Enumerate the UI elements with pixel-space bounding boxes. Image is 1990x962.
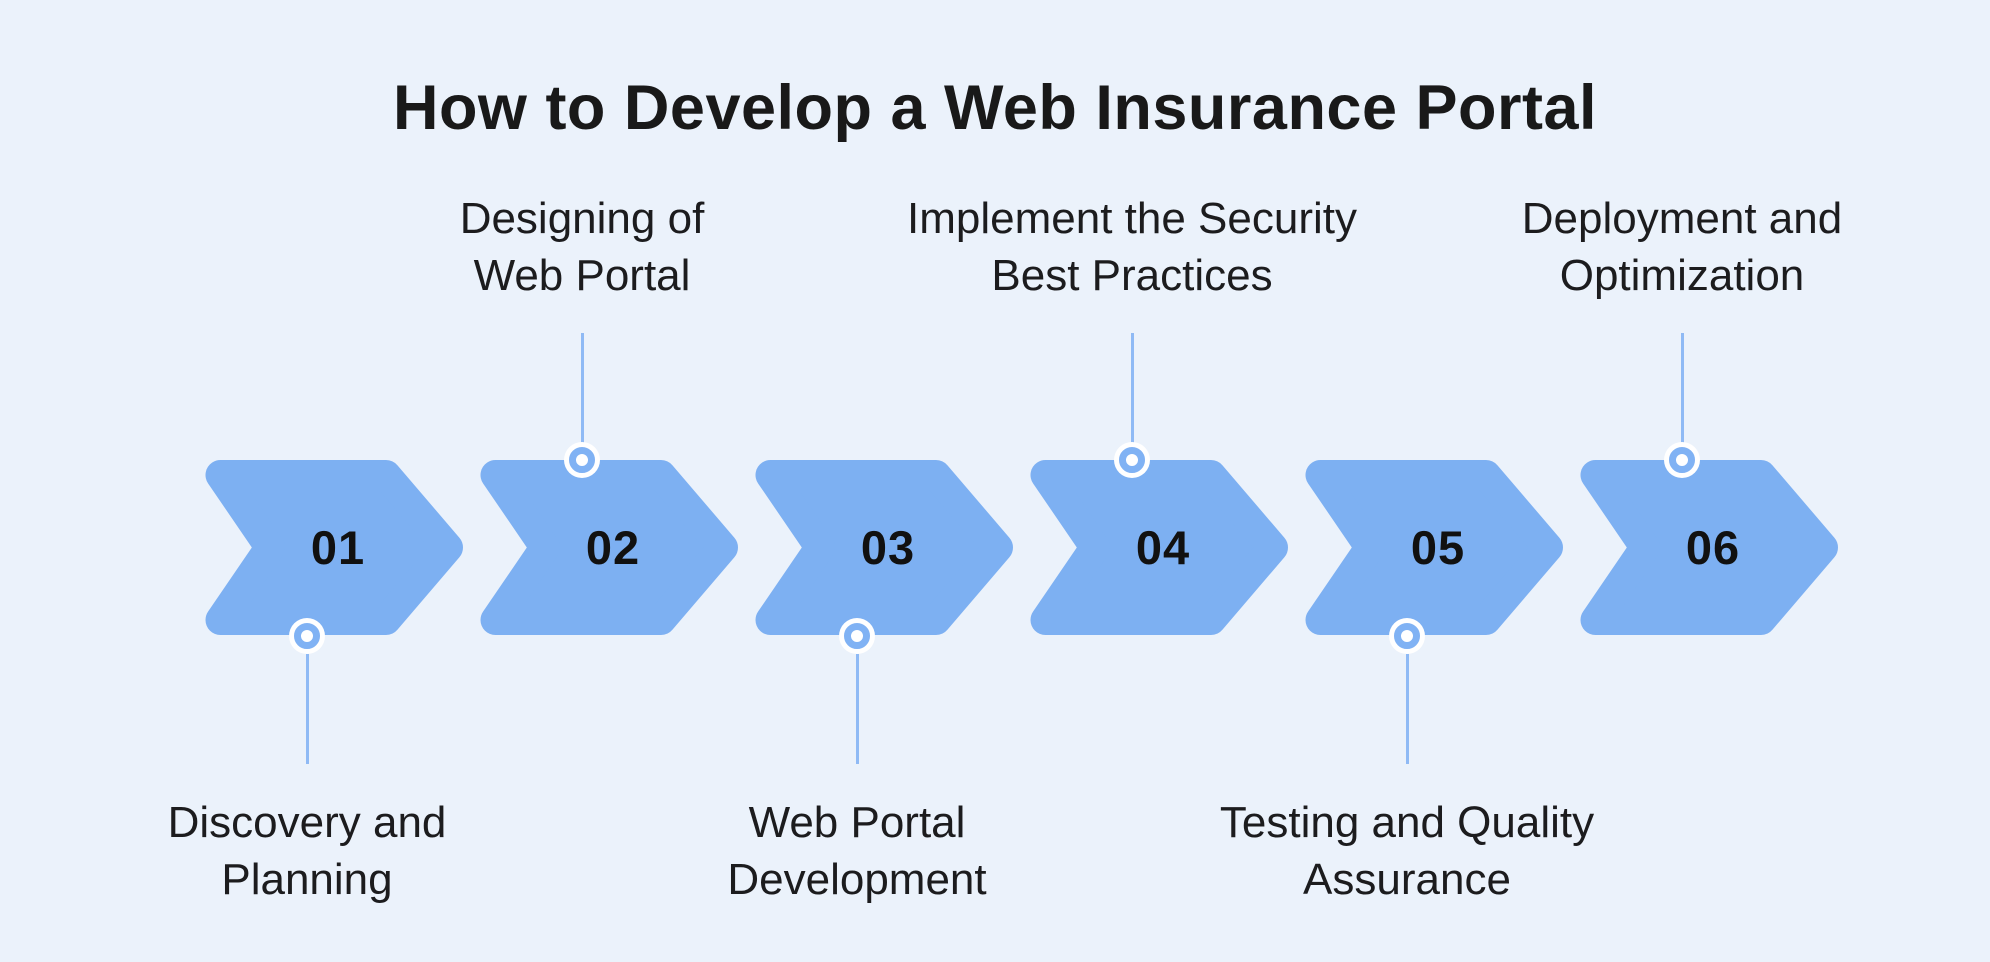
step-01-label-line2: Planning [221,855,393,904]
step-02-number: 02 [585,521,641,574]
step-01: 01 Discovery and Planning [168,0,468,962]
step-02-connector-dot-icon [569,447,595,473]
step-03-label-line2: Development [727,855,987,904]
step-04-label-line2: Best Practices [991,251,1273,300]
step-02-label-line1: Designing of [459,194,705,243]
step-02-connector-line [581,333,584,443]
step-06-connector-line [1681,333,1684,443]
step-04-chevron-arrow-icon [1030,460,1288,635]
step-06-chevron-arrow-icon [1580,460,1838,635]
step-04: 04 Implement the Security Best Practices [907,0,1357,962]
step-05-label-line2: Assurance [1303,855,1511,904]
step-03-connector-line [856,654,859,764]
step-05-number: 05 [1410,521,1466,574]
step-03-chevron-arrow-icon [755,460,1013,635]
step-05: 05 Testing and Quality Assurance [1220,0,1594,962]
step-05-connector-dot-icon [1394,623,1420,649]
step-05-chevron-arrow-icon [1305,460,1563,635]
step-04-connector-line [1131,333,1134,443]
step-05-label: Testing and Quality Assurance [1157,794,1657,908]
step-01-connector-dot-icon [294,623,320,649]
step-01-connector-line [306,654,309,764]
step-03-label-line1: Web Portal [748,798,966,847]
step-04-label-line1: Implement the Security [907,194,1357,243]
step-01-chevron-arrow-icon [205,460,463,635]
step-03-label: Web Portal Development [607,794,1107,908]
step-04-label: Implement the Security Best Practices [882,190,1382,304]
step-01-label: Discovery and Planning [57,794,557,908]
step-06-number: 06 [1685,521,1741,574]
step-04-connector-dot-icon [1119,447,1145,473]
step-01-number: 01 [310,521,366,574]
step-04-number: 04 [1135,521,1191,574]
step-02-label-line2: Web Portal [473,251,691,300]
step-02-label: Designing of Web Portal [332,190,832,304]
step-06-label: Deployment and Optimization [1432,190,1932,304]
step-06-connector-dot-icon [1669,447,1695,473]
page-title: How to Develop a Web Insurance Portal [392,73,1598,143]
step-06: 06 Deployment and Optimization [1522,0,1843,962]
step-01-label-line1: Discovery and [167,798,447,847]
step-03-connector-dot-icon [844,623,870,649]
step-03-number: 03 [860,521,916,574]
step-05-connector-line [1406,654,1409,764]
step-05-label-line1: Testing and Quality [1219,798,1595,847]
step-02: 02 Designing of Web Portal [460,0,743,962]
step-03: 03 Web Portal Development [727,0,1018,962]
step-06-label-line1: Deployment and [1521,194,1843,243]
step-02-chevron-arrow-icon [480,460,738,635]
step-06-label-line2: Optimization [1559,251,1805,300]
